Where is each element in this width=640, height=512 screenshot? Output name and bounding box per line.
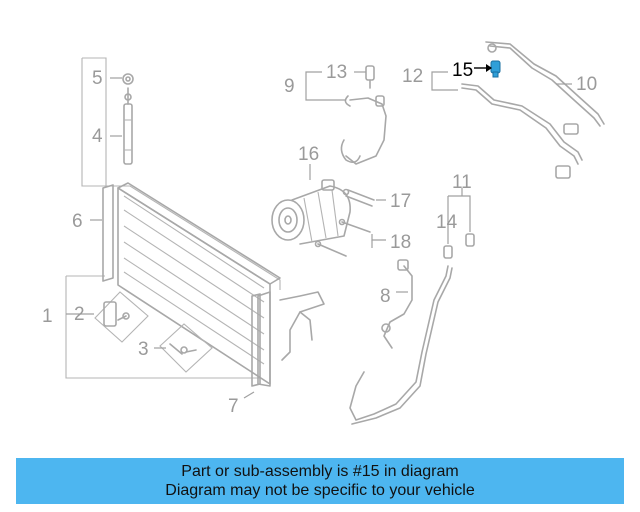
callout-16: 16 bbox=[298, 144, 319, 165]
callout-14: 14 bbox=[436, 212, 458, 233]
bracket-kit-2 bbox=[94, 291, 149, 343]
info-banner: Part or sub-assembly is #15 in diagram D… bbox=[16, 458, 624, 504]
callout-labels: 1 2 3 4 5 6 7 8 9 10 11 12 13 14 15 16 1… bbox=[42, 60, 597, 417]
part-15-highlight[interactable] bbox=[490, 60, 501, 78]
banner-line-1: Part or sub-assembly is #15 in diagram bbox=[181, 463, 459, 480]
callout-9: 9 bbox=[284, 76, 295, 97]
callout-10: 10 bbox=[576, 74, 597, 95]
compressor-bolts bbox=[314, 188, 375, 257]
suction-hose-9 bbox=[340, 65, 387, 165]
callout-15[interactable]: 15 bbox=[452, 60, 473, 81]
bracket-kit-3 bbox=[159, 323, 213, 373]
callout-7: 7 bbox=[228, 396, 239, 417]
callout-1: 1 bbox=[42, 306, 53, 327]
banner-line-2: Diagram may not be specific to your vehi… bbox=[165, 482, 475, 499]
callout-5: 5 bbox=[92, 68, 103, 89]
condenser bbox=[65, 182, 325, 387]
callout-8: 8 bbox=[380, 286, 391, 307]
callout-18: 18 bbox=[390, 232, 411, 253]
liquid-line-8 bbox=[349, 233, 475, 425]
leader-lines bbox=[66, 64, 572, 399]
compressor bbox=[271, 179, 351, 245]
callout-4: 4 bbox=[92, 126, 103, 147]
callout-6: 6 bbox=[72, 211, 83, 232]
receiver-drier-group bbox=[81, 57, 134, 187]
callout-11: 11 bbox=[452, 172, 472, 193]
pressure-pipe-10 bbox=[461, 41, 605, 179]
callout-12: 12 bbox=[402, 66, 423, 87]
callout-3: 3 bbox=[138, 339, 149, 360]
callout-17: 17 bbox=[390, 191, 411, 212]
callout-13: 13 bbox=[326, 62, 347, 83]
callout-2: 2 bbox=[74, 304, 85, 325]
